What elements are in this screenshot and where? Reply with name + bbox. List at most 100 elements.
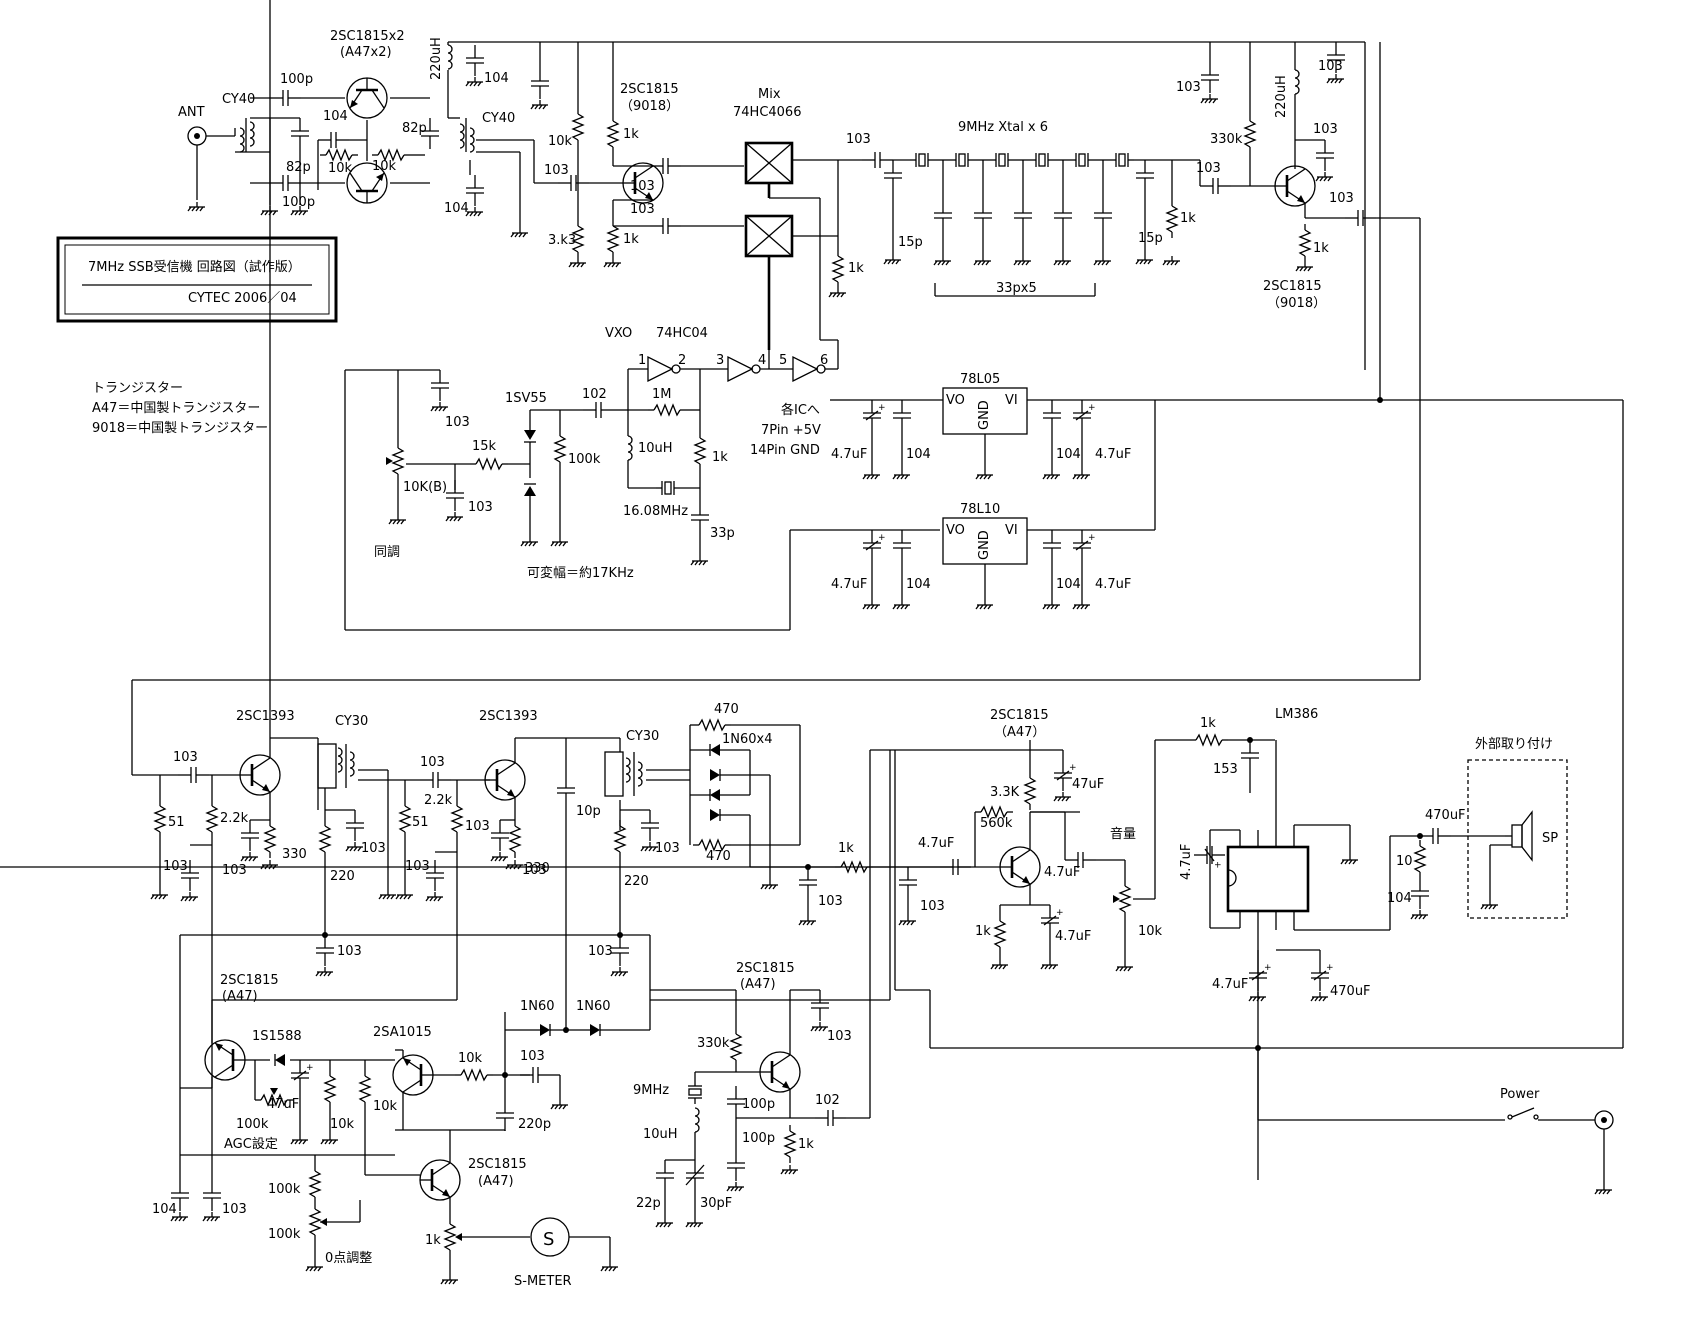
external-label: 外部取り付け [1475, 737, 1553, 752]
pin2-label: 2 [678, 353, 686, 368]
power-regulators: 各ICへ 7Pin +5V 14Pin GND 78L05 VO VI GND … [750, 42, 1624, 1048]
cy30-b-label: CY30 [626, 729, 659, 744]
r10k-agc-b-label: 10k [373, 1099, 398, 1114]
d1n60-a-label: 1N60 [520, 999, 555, 1014]
pin3-label: 3 [716, 353, 724, 368]
supply-rail-top [448, 41, 1366, 370]
audio-power-amp: LM386 1k 153 4.7uF 470uF 10 [1155, 707, 1568, 1180]
power-switch [1507, 1114, 1513, 1120]
c103-if2-c-label: 103 [465, 819, 490, 834]
bfo-q-sub-label: (A47) [740, 977, 776, 992]
if1-transistor [238, 753, 282, 797]
c82p-b-label: 82p [286, 160, 311, 175]
if-post-transistor [1273, 164, 1317, 208]
c47uf-lm-b-label: 4.7uF [1212, 977, 1248, 992]
rf-transistor-top [345, 76, 389, 120]
r1k-if-label: 1k [1313, 241, 1329, 256]
r10k-a-label: 10k [328, 161, 353, 176]
c470uf-lm-label: 470uF [1330, 984, 1371, 999]
c104-lm-label: 104 [1387, 891, 1412, 906]
if1-q-label: 2SC1393 [236, 709, 295, 724]
d1s1588-label: 1S1588 [252, 1029, 302, 1044]
r22k-b-label: 2.2k [424, 793, 453, 808]
reg5-vo: VO [946, 393, 965, 408]
regulator-78l05 [942, 387, 1028, 435]
agc-transistor [203, 1038, 247, 1082]
inv-ic-label: 74HC04 [656, 326, 708, 341]
r1k-xtal-label: 1k [1180, 211, 1196, 226]
c103-if-out-label: 103 [1329, 191, 1354, 206]
c33p-bank-label: 33px5 [996, 281, 1037, 296]
reg5-vi: VI [1005, 393, 1018, 408]
c47uf-af-label: 4.7uF [918, 836, 954, 851]
c470uf-out-label: 470uF [1425, 808, 1466, 823]
rf-amplifier: ANT CY40 100p 100p 2SC1815x2 (A47x2) [178, 29, 535, 238]
cy30-a-label: CY30 [335, 714, 368, 729]
r330-a-label: 330 [282, 847, 307, 862]
smeter-q-sub-label: (A47) [478, 1174, 514, 1189]
c30pf-label: 30pF [700, 1196, 732, 1211]
c47uf-r1-label: 4.7uF [831, 447, 867, 462]
reg10-gnd: GND [977, 530, 992, 560]
c103-agc3-label: 103 [222, 1202, 247, 1217]
power-input: Power [895, 989, 1623, 1195]
notes-9018: 9018＝中国製トランジスター [92, 421, 268, 436]
l220uh-if-label: 220uH [1274, 75, 1289, 118]
if-post-amp: 103 103 330k 220uH 103 103 103 1k 2SC181… [1176, 59, 1421, 680]
c22p-label: 22p [636, 1196, 661, 1211]
r51-b-label: 51 [412, 815, 429, 830]
agc-pnp-label: 2SA1015 [373, 1025, 432, 1040]
r10-lm-label: 10 [1396, 854, 1413, 869]
c153-label: 153 [1213, 762, 1238, 777]
c103-if2-t-label: 103 [655, 841, 680, 856]
vr10k-label: 10k [1138, 924, 1163, 939]
c103-if1-e-label: 103 [222, 863, 247, 878]
r100k-vxo-label: 100k [568, 452, 601, 467]
inverter-2 [727, 355, 754, 383]
r1m-label: 1M [652, 387, 672, 402]
ic-note2-label: 7Pin +5V [761, 423, 821, 438]
xtal-filter-label: 9MHz Xtal x 6 [958, 120, 1048, 135]
c103-agc2-label: 103 [520, 1049, 545, 1064]
crystal-filter: 103 9MHz Xtal x 6 15p [846, 120, 1200, 297]
c104-r1-label: 104 [906, 447, 931, 462]
c15p-a-label: 15p [898, 235, 923, 250]
c47uf-r4-label: 4.7uF [1095, 577, 1131, 592]
zero-label: 0点調整 [325, 1251, 372, 1266]
pin4-label: 4 [758, 353, 766, 368]
xtal-vxo-label: 16.08MHz [623, 504, 688, 519]
r10k-b-label: 10k [372, 159, 397, 174]
r10k-agc-a-label: 10k [330, 1117, 355, 1132]
r220-b-label: 220 [624, 874, 649, 889]
smeter-label: S-METER [514, 1274, 572, 1289]
r330-b-label: 330 [525, 861, 550, 876]
pin1-label: 1 [638, 353, 646, 368]
r330k-if-label: 330k [1210, 132, 1243, 147]
power-label: Power [1500, 1087, 1540, 1102]
reg10-label: 78L10 [960, 502, 1000, 517]
agc-set-label: AGC設定 [224, 1136, 278, 1152]
bfo-transistor [758, 1050, 802, 1094]
if-amplifier-2: 103 51 2.2k 103 103 2SC1393 103 330 10p [395, 709, 690, 1030]
c104-rf2-label: 104 [444, 201, 469, 216]
if-link [131, 679, 1420, 775]
xtal-bfo-label: 9MHz [633, 1083, 669, 1098]
notes-a47: A47＝中国製トランジスター [92, 401, 260, 416]
c100p-a-label: 100p [280, 72, 313, 87]
mix-label: Mix [758, 87, 781, 102]
agc-bus: 103 103 [179, 932, 651, 1180]
c104-r3-label: 104 [906, 577, 931, 592]
r560k-label: 560k [980, 816, 1013, 831]
c102-vxo-label: 102 [582, 387, 607, 402]
c47uf-out-label: 4.7uF [1044, 865, 1080, 880]
c103-if-dec-label: 103 [1313, 122, 1338, 137]
c104-agc-label: 104 [152, 1202, 177, 1217]
agc-circuit: 2SC1815 (A47) 1S1588 47uF 10k 10k 100k A… [152, 750, 891, 1289]
r220-a-label: 220 [330, 869, 355, 884]
c103-if1-in-label: 103 [173, 750, 198, 765]
notes-header: トランジスター [92, 381, 183, 396]
r1k-det-label: 1k [838, 841, 854, 856]
r22k-a-label: 2.2k [220, 811, 249, 826]
lm386-ic [1226, 845, 1310, 913]
